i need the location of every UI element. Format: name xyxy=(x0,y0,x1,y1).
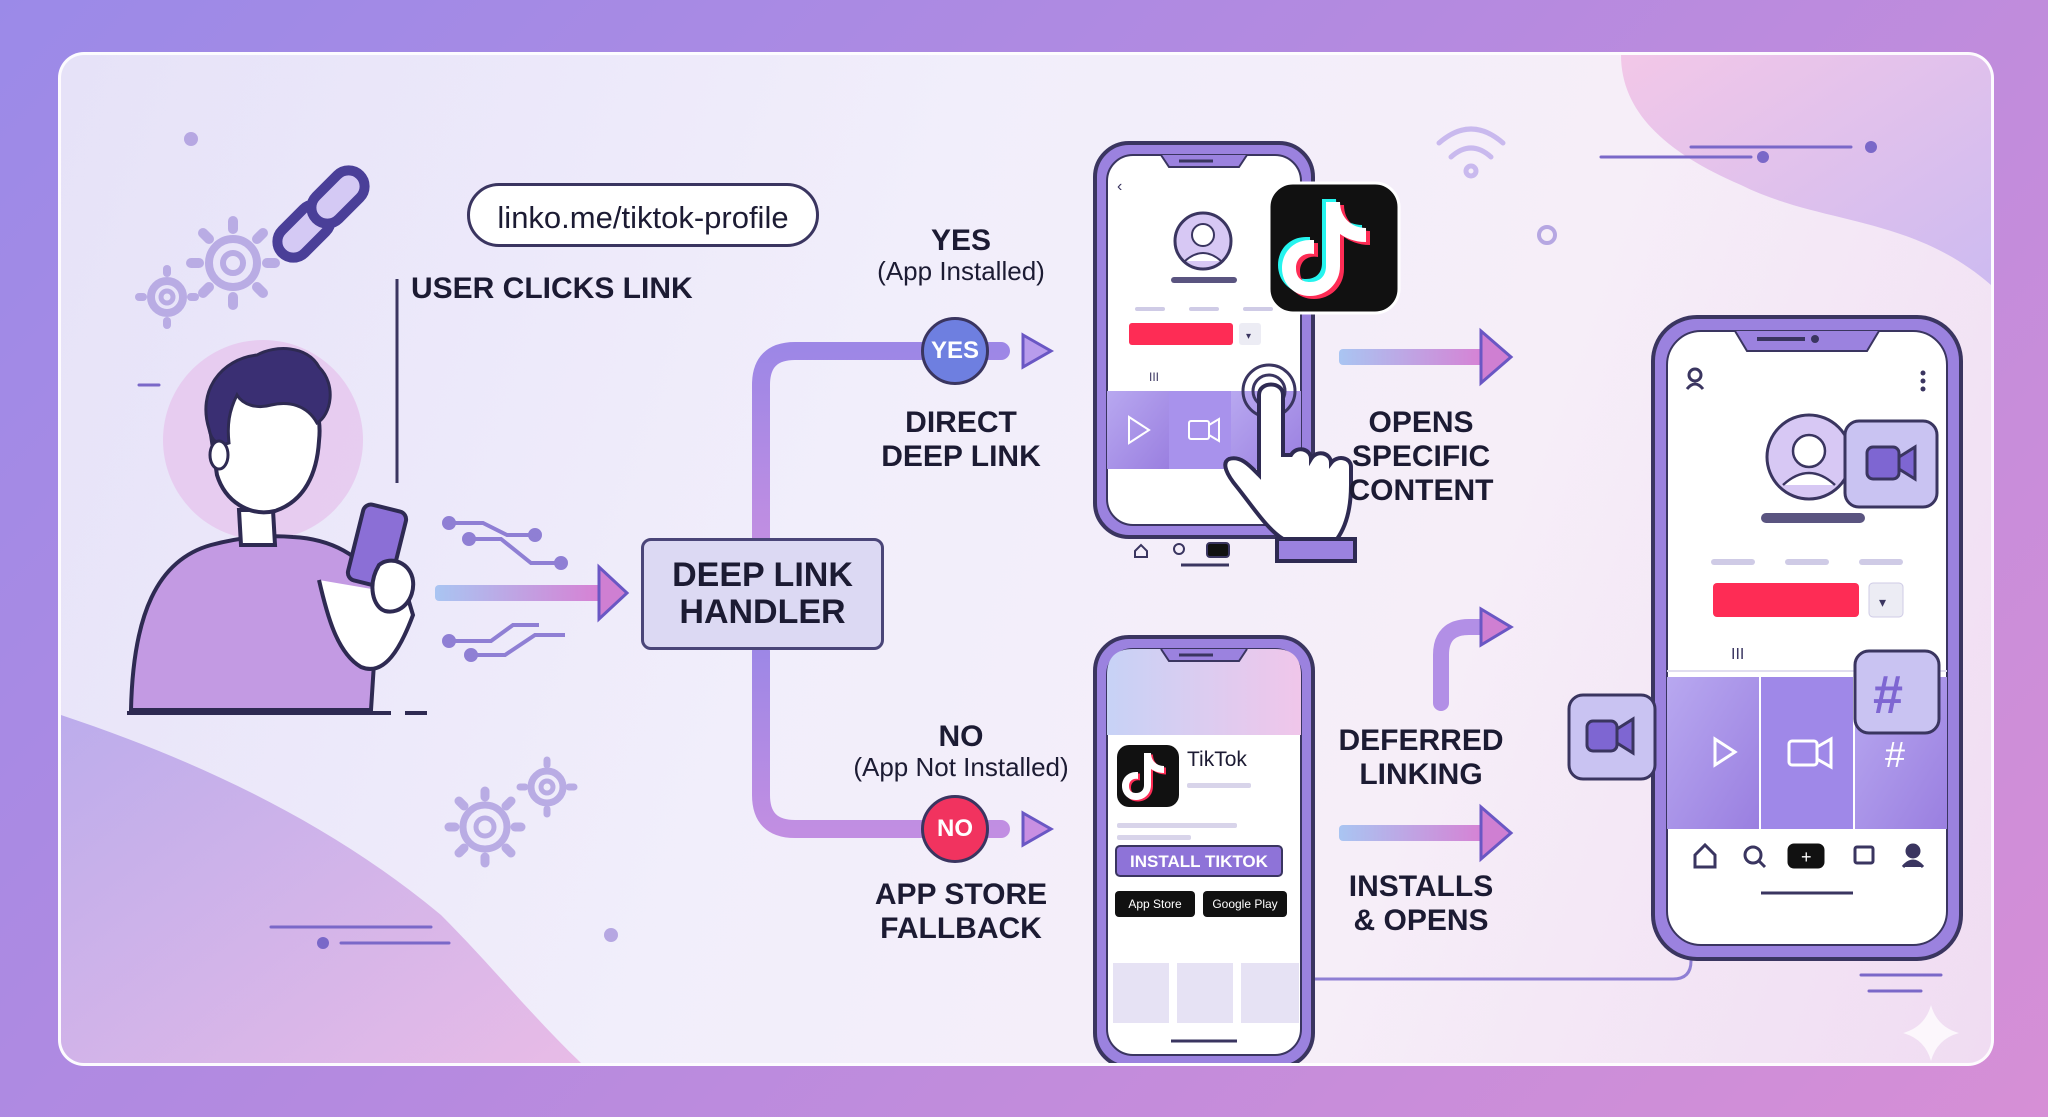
svg-text:+: + xyxy=(1801,847,1812,867)
sparkle-icon xyxy=(1903,1005,1959,1061)
video-camera-icon xyxy=(1567,693,1657,781)
wifi-icon xyxy=(1436,126,1506,179)
user-illustration xyxy=(127,347,427,715)
bg-blob-top-right xyxy=(1621,55,1991,285)
branch-paths xyxy=(752,342,1010,838)
fallback-label-line2: FALLBACK xyxy=(880,912,1042,945)
installs-line2: & OPENS xyxy=(1353,904,1489,937)
phone-opened-content: ▾ III # + xyxy=(1651,315,1963,961)
arrow-yes-head xyxy=(1021,332,1055,370)
store-app-name: TikTok xyxy=(1187,748,1247,771)
circuit-lines xyxy=(442,516,568,662)
svg-text:▾: ▾ xyxy=(1246,331,1251,342)
opens-line2: SPECIFIC xyxy=(1351,440,1491,473)
decor-lines xyxy=(137,145,1943,993)
yes-condition: (App Installed) xyxy=(877,256,1045,286)
no-heading: NO xyxy=(938,720,984,753)
no-badge: NO xyxy=(921,795,989,863)
opens-line3: CONTENT xyxy=(1348,474,1494,507)
opens-line1: OPENS xyxy=(1368,406,1474,439)
deep-link-handler-box: DEEP LINK HANDLER xyxy=(641,538,884,650)
no-condition: (App Not Installed) xyxy=(853,752,1069,782)
arrow-installs xyxy=(1339,803,1514,863)
profile-icon xyxy=(1685,367,1705,390)
handler-line1: DEEP LINK xyxy=(672,556,853,594)
link-icon xyxy=(272,165,370,263)
svg-text:III: III xyxy=(1149,370,1159,384)
hashtag-icon: # xyxy=(1853,649,1941,735)
bg-blob-bottom-left xyxy=(61,715,581,1063)
gear-icon xyxy=(444,756,578,868)
tiktok-logo-icon xyxy=(1267,181,1401,315)
caption-user-clicks: USER CLICKS LINK xyxy=(411,272,693,305)
arrow-user-to-handler xyxy=(435,563,630,623)
google-play-badge[interactable]: Google Play xyxy=(1203,891,1287,917)
arrow-opens xyxy=(1339,327,1514,387)
svg-text:▾: ▾ xyxy=(1879,594,1886,610)
diagram-canvas: ‹ ▾ III xyxy=(58,52,1994,1066)
yes-badge: YES xyxy=(921,317,989,385)
handler-line2: HANDLER xyxy=(679,592,846,631)
nav-bar-icons xyxy=(1134,542,1230,558)
svg-text:#: # xyxy=(1885,734,1905,775)
diagram-graphics: ‹ ▾ III xyxy=(61,55,1991,1063)
install-tiktok-button[interactable]: INSTALL TIKTOK xyxy=(1115,845,1283,877)
svg-text:‹: ‹ xyxy=(1117,178,1122,195)
decor-dots xyxy=(184,132,1877,949)
deferred-line1: DEFERRED xyxy=(1338,724,1504,757)
gear-icon xyxy=(135,216,280,329)
svg-text:III: III xyxy=(1731,646,1744,663)
bottom-nav xyxy=(1693,842,1925,869)
arrow-no-head xyxy=(1021,810,1055,848)
direct-label-line2: DEEP LINK xyxy=(881,440,1041,473)
app-store-badge[interactable]: App Store xyxy=(1115,891,1195,917)
direct-label-line1: DIRECT xyxy=(905,406,1017,439)
deferred-line2: LINKING xyxy=(1359,758,1483,791)
fallback-label-line1: APP STORE xyxy=(874,878,1048,911)
video-camera-icon xyxy=(1843,419,1939,509)
link-url[interactable]: linko.me/tiktok-profile xyxy=(467,183,819,247)
installs-line1: INSTALLS xyxy=(1348,870,1494,903)
tap-hand-icon xyxy=(1223,363,1357,563)
arrow-deferred xyxy=(1433,606,1514,711)
yes-heading: YES xyxy=(930,224,992,257)
svg-text:#: # xyxy=(1873,665,1903,725)
